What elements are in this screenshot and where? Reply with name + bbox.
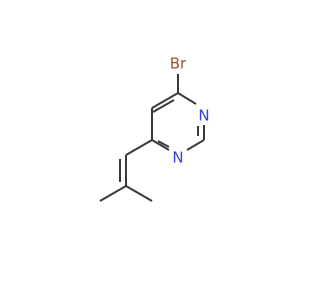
bond-c6-n1-inner [157, 140, 170, 148]
bond-c6-n1 [151, 139, 170, 151]
bond-c-methyl-left [99, 185, 127, 202]
atom-nitrogen-bottom-label: N [172, 149, 183, 167]
atom-bromine-label: Br [170, 55, 187, 73]
molecule-diagram: Br N N [99, 55, 210, 202]
bond-c6-ch [125, 139, 153, 156]
atom-nitrogen-top-label: N [198, 107, 209, 125]
structure-canvas: Br N N [99, 54, 210, 202]
bond-n3-c4 [177, 92, 197, 105]
bond-n1-c2 [186, 139, 205, 151]
bond-c4-c5-inner [152, 99, 175, 113]
bond-c4-c5 [151, 92, 179, 109]
bond-c-methyl-right [125, 185, 153, 202]
